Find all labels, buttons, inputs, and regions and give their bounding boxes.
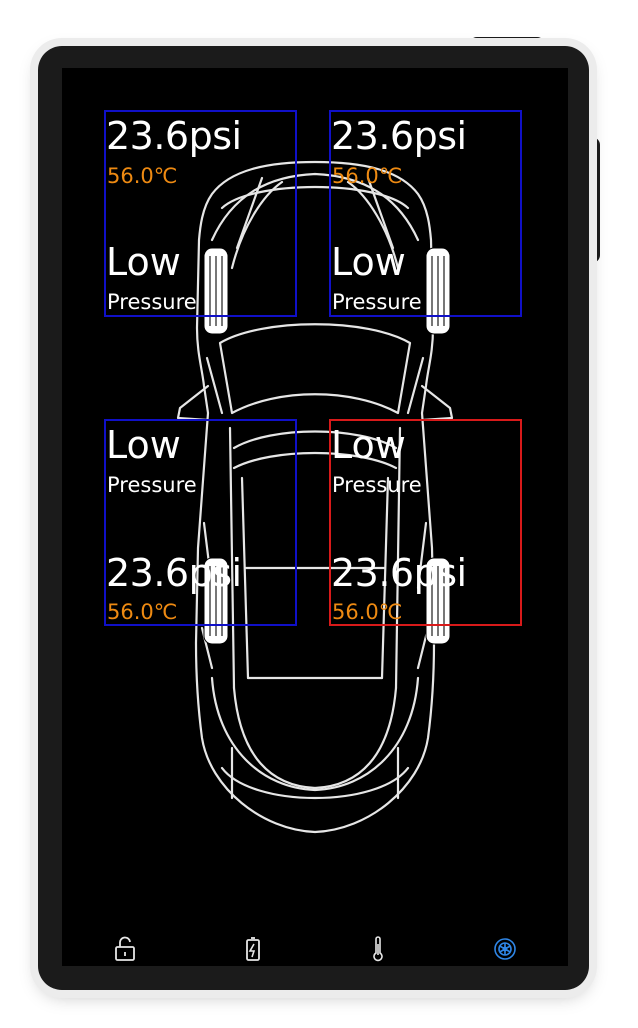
tire-temperature: 56.0℃ <box>332 164 403 188</box>
tire-status: Low <box>106 240 181 284</box>
tire-temperature: 56.0℃ <box>332 600 403 624</box>
tire-icon[interactable] <box>493 936 517 962</box>
tire-status: Low <box>331 423 406 467</box>
thermometer-icon[interactable] <box>366 936 390 962</box>
battery-icon[interactable] <box>241 936 265 962</box>
lock-icon[interactable] <box>113 936 137 962</box>
tire-status-sub: Pressure <box>332 473 422 497</box>
tire-status: Low <box>331 240 406 284</box>
tire-status-sub: Pressure <box>107 290 197 314</box>
tire-status-sub: Pressure <box>107 473 197 497</box>
tire-rear-left-panel[interactable]: Low Pressure 23.6psi 56.0℃ <box>104 419 297 626</box>
tire-status: Low <box>106 423 181 467</box>
tire-status-sub: Pressure <box>332 290 422 314</box>
tpms-screen: 23.6psi 56.0℃ Low Pressure 23.6psi 56.0℃… <box>62 68 568 966</box>
car-top-view-illustration <box>176 160 454 834</box>
tire-pressure: 23.6psi <box>106 114 242 158</box>
tire-rear-right-panel[interactable]: Low Pressure 23.6psi 56.0℃ <box>329 419 522 626</box>
tire-front-left-panel[interactable]: 23.6psi 56.0℃ Low Pressure <box>104 110 297 317</box>
tire-front-right-panel[interactable]: 23.6psi 56.0℃ Low Pressure <box>329 110 522 317</box>
tire-pressure: 23.6psi <box>106 551 242 595</box>
volume-button <box>590 137 600 263</box>
tire-temperature: 56.0℃ <box>107 164 178 188</box>
tire-pressure: 23.6psi <box>331 551 467 595</box>
tire-pressure: 23.6psi <box>331 114 467 158</box>
tire-temperature: 56.0℃ <box>107 600 178 624</box>
